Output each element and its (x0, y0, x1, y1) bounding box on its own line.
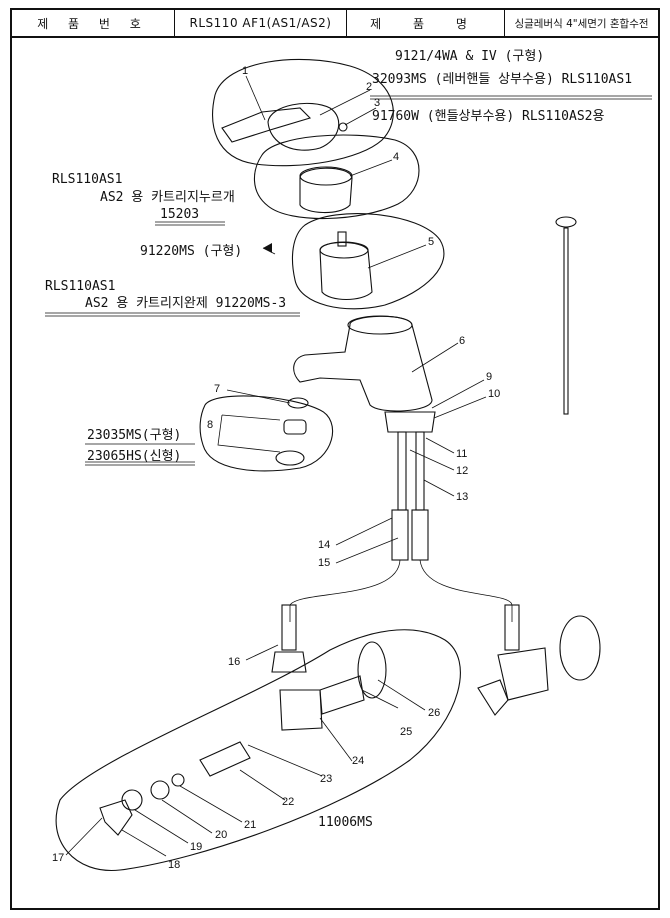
part-number-22: 22 (282, 796, 294, 808)
hose-fitting-left (391, 509, 409, 561)
blob-aerator (199, 395, 334, 472)
base-nut (384, 411, 436, 433)
blob-cartridge (291, 213, 445, 310)
spindle-washer (171, 773, 185, 787)
aerator-washer (287, 397, 309, 409)
part-number-4: 4 (393, 151, 399, 163)
part-number-17: 17 (52, 852, 64, 864)
leader-lines (65, 75, 487, 857)
part-number-16: 16 (228, 656, 240, 668)
part-number-7: 7 (214, 383, 220, 395)
note-valve-set: 11006MS (318, 815, 373, 830)
part-number-26: 26 (428, 707, 440, 719)
handle-cap (267, 102, 340, 151)
part-number-2: 2 (366, 81, 372, 93)
part-number-20: 20 (215, 829, 227, 841)
part-number-6: 6 (459, 335, 465, 347)
faucet-body (293, 315, 433, 412)
part-number-18: 18 (168, 859, 180, 871)
title-block: 제 품 번 호 RLS110 AF1(AS1/AS2) 제 품 명 싱글레버식 … (12, 10, 658, 38)
gland-nut (121, 789, 143, 811)
part-number-25: 25 (400, 726, 412, 738)
part-number-24: 24 (352, 755, 364, 767)
faucet-top-opening (347, 315, 413, 335)
valve-spindle (199, 741, 251, 777)
popup-rod (563, 227, 569, 415)
hose-line-left (289, 559, 401, 622)
cartridge-top (319, 241, 369, 259)
blob-cartridge-cap (253, 134, 420, 220)
inlet-tube-left (397, 431, 407, 511)
part-number-8: 8 (207, 419, 213, 431)
part-number-15: 15 (318, 557, 330, 569)
part-number-3: 3 (374, 97, 380, 109)
note-cartridge-cap-no: 15203 (160, 207, 199, 222)
note-line1: 9121/4WA & IV (구형) (395, 49, 544, 64)
model-no: RLS110 AF1(AS1/AS2) (175, 10, 347, 36)
part-number-19: 19 (190, 841, 202, 853)
hex-nut-left (271, 651, 307, 673)
part-number-10: 10 (488, 388, 500, 400)
product-name: 싱글레버식 4"세면기 혼합수전 (514, 17, 649, 30)
note-cartridge-cap-2: AS2 용 카트리지누르개 (100, 190, 235, 205)
part-number-5: 5 (428, 236, 434, 248)
note-aerator-new: 23065HS(신형) (87, 449, 181, 464)
lever-handle (221, 107, 312, 143)
note-line3: 91760W (핸들상부수용) RLS110AS2용 (372, 108, 604, 124)
blob-handle-group (212, 58, 394, 167)
product-name-label: 제 품 명 (347, 10, 505, 36)
cartridge-stem (337, 231, 347, 247)
part-number-14: 14 (318, 539, 330, 551)
note-cartridge-assy-2: AS2 용 카트리지완제 91220MS-3 (85, 296, 286, 311)
note-cartridge-cap-1: RLS110AS1 (52, 172, 122, 187)
product-no-label: 제 품 번 호 (12, 10, 175, 36)
note-aerator-old: 23035MS(구형) (87, 428, 181, 443)
arrow-head (263, 243, 272, 253)
note-underlines (45, 95, 652, 466)
cartridge-body (319, 241, 373, 301)
cartridge-cap-top (299, 166, 353, 186)
hose-fitting-right (411, 509, 429, 561)
cartridge-cap (299, 167, 353, 214)
drawing-sheet: 제 품 번 호 RLS110 AF1(AS1/AS2) 제 품 명 싱글레버식 … (10, 8, 660, 910)
part-number-1: 1 (242, 65, 248, 77)
aerator-bracket (217, 414, 281, 453)
part-number-21: 21 (244, 819, 256, 831)
set-screw (338, 122, 348, 132)
flex-connector-left (281, 604, 297, 651)
hose-line-right (419, 559, 513, 622)
valve-handle-left (99, 799, 133, 836)
part-number-9: 9 (486, 371, 492, 383)
valve-handle-right (477, 679, 509, 716)
blob-valve-set (55, 629, 461, 871)
inlet-tube-right (415, 431, 425, 511)
part-number-12: 12 (456, 465, 468, 477)
wall-flange-right (559, 615, 601, 681)
aerator-old (275, 450, 305, 466)
valve-body-left (279, 689, 323, 731)
packing-ring (150, 780, 170, 800)
inlet-pipe-left (319, 675, 365, 715)
valve-body-right (497, 647, 549, 701)
part-number-13: 13 (456, 491, 468, 503)
aerator (283, 419, 307, 435)
part-number-11: 11 (456, 448, 467, 460)
note-cartridge-assy-1: RLS110AS1 (45, 279, 115, 294)
popup-knob (555, 216, 577, 228)
part-number-23: 23 (320, 773, 332, 785)
note-line2: 32093MS (레버핸들 상부수용) RLS110AS1 (372, 71, 632, 87)
flex-connector-right (504, 604, 520, 651)
note-old-cartridge: 91220MS (구형) (140, 244, 242, 259)
wall-flange-left (357, 641, 387, 699)
